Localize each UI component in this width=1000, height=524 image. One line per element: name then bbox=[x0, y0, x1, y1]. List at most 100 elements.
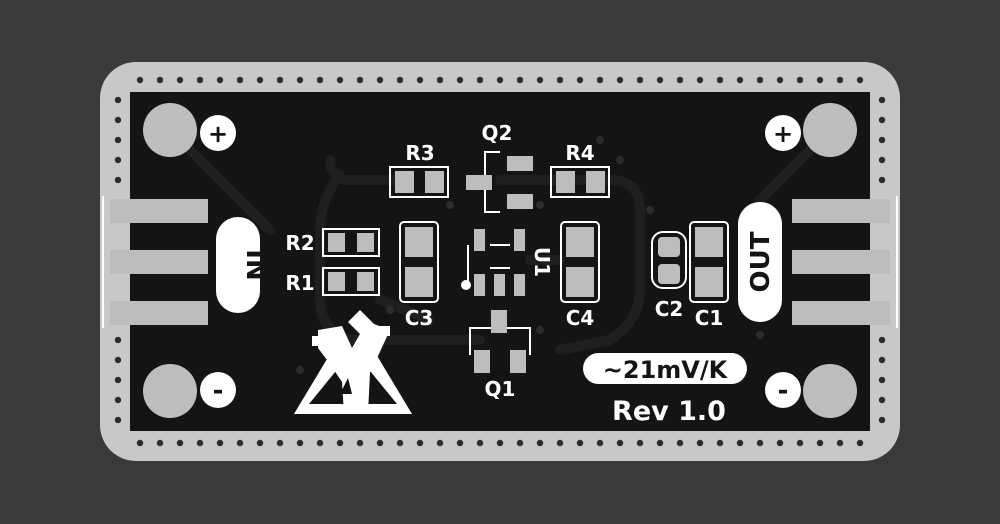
in-pad-3 bbox=[110, 301, 208, 325]
edge-stitching-vias bbox=[114, 76, 886, 447]
edge-via bbox=[114, 176, 122, 184]
edge-via bbox=[516, 439, 524, 447]
edge-via bbox=[296, 76, 304, 84]
edge-via bbox=[878, 416, 886, 424]
out-pad-3 bbox=[792, 301, 890, 325]
edge-via bbox=[776, 76, 784, 84]
edge-via bbox=[878, 116, 886, 124]
component-r1: R1 bbox=[285, 267, 380, 296]
mounting-holes bbox=[143, 103, 857, 418]
edge-via bbox=[878, 336, 886, 344]
sensitivity-label: ~21mV/K bbox=[603, 356, 729, 384]
edge-via bbox=[736, 439, 744, 447]
edge-via bbox=[216, 76, 224, 84]
edge-via bbox=[216, 439, 224, 447]
component-q1: Q1 bbox=[469, 310, 531, 401]
interior-vias bbox=[296, 136, 764, 374]
edge-via bbox=[716, 439, 724, 447]
edge-via bbox=[816, 439, 824, 447]
in-pad-2 bbox=[110, 250, 208, 274]
in-connector: IN bbox=[102, 196, 270, 328]
edge-via bbox=[878, 176, 886, 184]
edge-via bbox=[576, 439, 584, 447]
triangle-figure-logo-icon bbox=[294, 310, 412, 414]
component-r2: R2 bbox=[285, 228, 380, 257]
out-connector: OUT bbox=[738, 196, 898, 328]
edge-via bbox=[496, 76, 504, 84]
edge-via bbox=[756, 439, 764, 447]
edge-via bbox=[176, 76, 184, 84]
component-q2: Q2 bbox=[466, 121, 533, 213]
edge-via bbox=[756, 76, 764, 84]
edge-via bbox=[736, 76, 744, 84]
r2-label: R2 bbox=[285, 231, 314, 255]
edge-via bbox=[636, 439, 644, 447]
edge-via bbox=[856, 439, 864, 447]
edge-via bbox=[878, 136, 886, 144]
edge-via bbox=[676, 439, 684, 447]
edge-via bbox=[236, 76, 244, 84]
q1-label: Q1 bbox=[485, 377, 516, 401]
edge-via bbox=[796, 439, 804, 447]
component-c3: C3 bbox=[399, 221, 439, 330]
mounting-hole-bottom-right bbox=[803, 364, 857, 418]
c4-label: C4 bbox=[566, 306, 595, 330]
edge-via bbox=[878, 96, 886, 104]
edge-via bbox=[436, 76, 444, 84]
edge-via bbox=[596, 76, 604, 84]
in-pad-1 bbox=[110, 199, 208, 223]
edge-via bbox=[636, 76, 644, 84]
component-c2: C2 bbox=[651, 231, 687, 321]
q2-label: Q2 bbox=[482, 121, 513, 145]
edge-via bbox=[256, 76, 264, 84]
edge-via bbox=[114, 336, 122, 344]
edge-via bbox=[276, 439, 284, 447]
edge-via bbox=[114, 396, 122, 404]
edge-via bbox=[516, 76, 524, 84]
minus-left-label: - bbox=[213, 376, 224, 406]
r1-label: R1 bbox=[285, 271, 314, 295]
edge-via bbox=[816, 76, 824, 84]
revision-label: Rev 1.0 bbox=[612, 396, 726, 427]
edge-via bbox=[416, 76, 424, 84]
mounting-hole-top-left bbox=[143, 103, 197, 157]
edge-via bbox=[536, 439, 544, 447]
edge-via bbox=[476, 439, 484, 447]
edge-via bbox=[136, 439, 144, 447]
edge-via bbox=[376, 76, 384, 84]
edge-via bbox=[556, 76, 564, 84]
u1-label: U1 bbox=[530, 247, 554, 277]
component-u1: U1 bbox=[461, 229, 554, 296]
edge-via bbox=[616, 76, 624, 84]
c2-label: C2 bbox=[655, 297, 684, 321]
in-connector-label: IN bbox=[240, 249, 270, 280]
edge-via bbox=[396, 439, 404, 447]
edge-via bbox=[616, 439, 624, 447]
component-r4: R4 bbox=[550, 141, 610, 198]
component-c4: C4 bbox=[560, 221, 600, 330]
c1-label: C1 bbox=[695, 306, 724, 330]
edge-via bbox=[114, 356, 122, 364]
edge-via bbox=[336, 76, 344, 84]
edge-via bbox=[176, 439, 184, 447]
edge-via bbox=[114, 136, 122, 144]
edge-via bbox=[878, 356, 886, 364]
mounting-hole-top-right bbox=[803, 103, 857, 157]
out-pad-1 bbox=[792, 199, 890, 223]
edge-via bbox=[776, 439, 784, 447]
edge-via bbox=[114, 376, 122, 384]
edge-via bbox=[196, 439, 204, 447]
edge-via bbox=[296, 439, 304, 447]
edge-via bbox=[656, 439, 664, 447]
polarity-markers: + + - - bbox=[200, 115, 801, 408]
edge-via bbox=[556, 439, 564, 447]
edge-via bbox=[836, 76, 844, 84]
edge-via bbox=[316, 439, 324, 447]
edge-via bbox=[336, 439, 344, 447]
edge-via bbox=[114, 96, 122, 104]
edge-via bbox=[576, 76, 584, 84]
edge-via bbox=[596, 439, 604, 447]
plus-left-label: + bbox=[208, 120, 228, 148]
edge-via bbox=[156, 439, 164, 447]
